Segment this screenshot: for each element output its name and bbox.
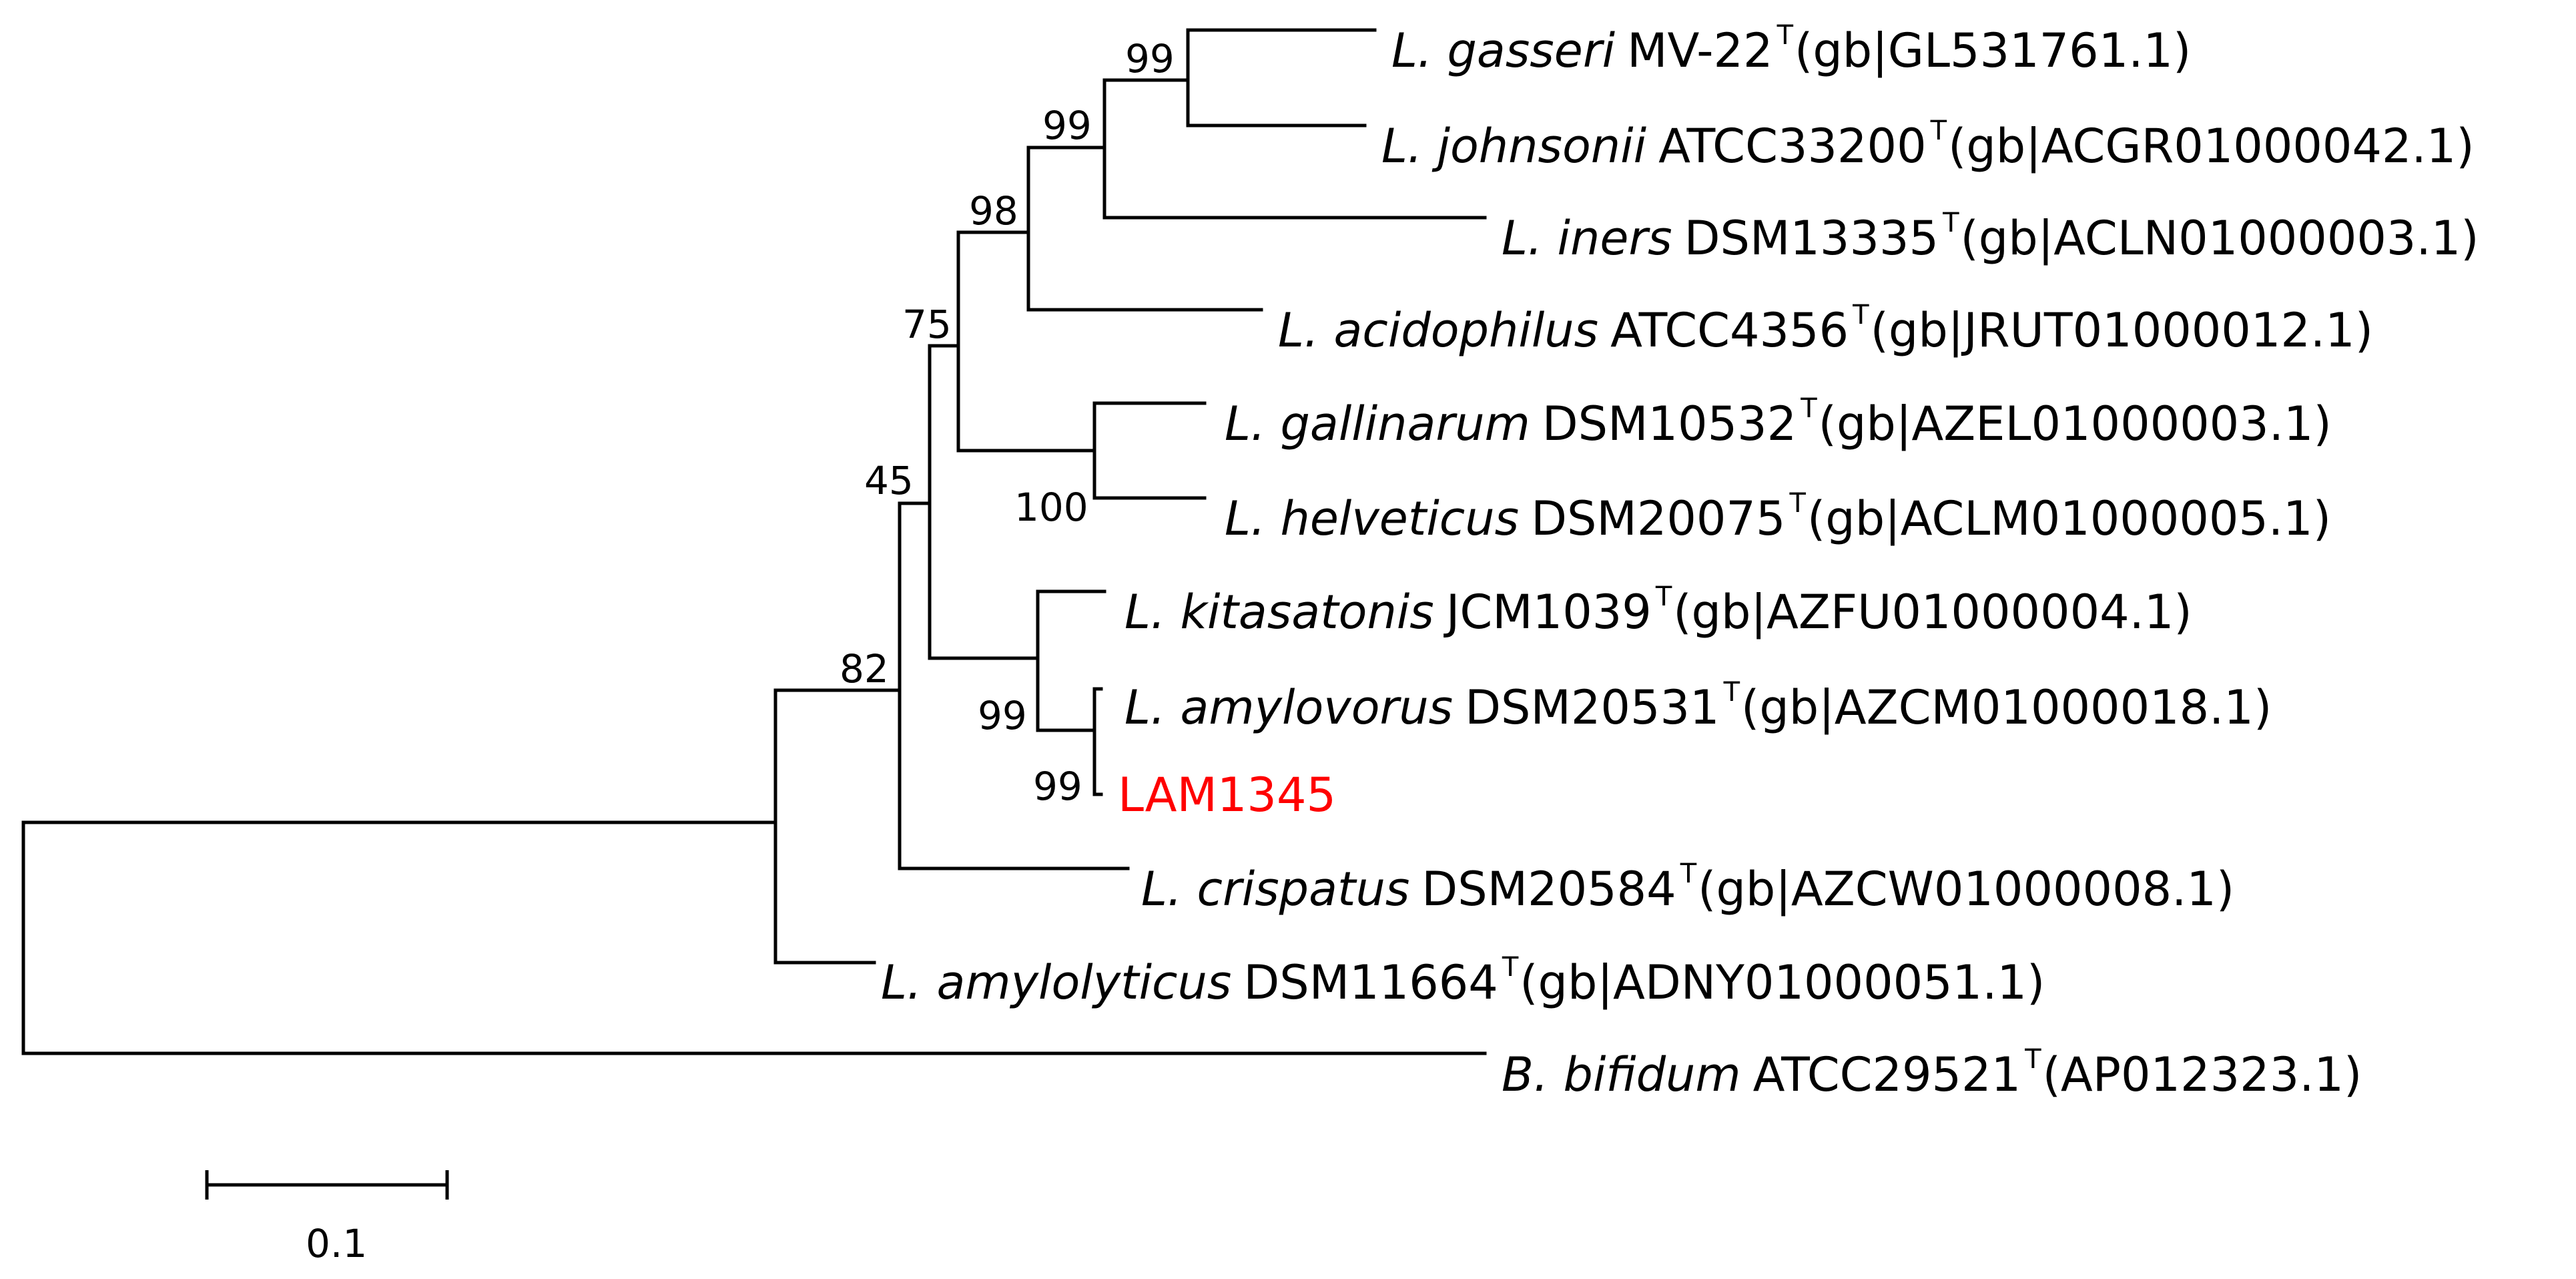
support-values: 99 99 98 75 100 45 99 99 82 bbox=[840, 36, 1175, 809]
strain-name: MV-22 bbox=[1627, 23, 1773, 78]
support-value: 99 bbox=[1125, 36, 1175, 81]
support-value: 75 bbox=[902, 302, 952, 347]
accession-number: (gb|ACGR01000042.1) bbox=[1948, 119, 2475, 174]
type-strain-mark: T bbox=[1789, 488, 1807, 519]
support-value: 99 bbox=[1042, 103, 1092, 148]
accession-number: (gb|GL531761.1) bbox=[1795, 23, 2191, 78]
support-value: 99 bbox=[978, 693, 1027, 738]
type-strain-mark: T bbox=[1942, 208, 1959, 238]
type-strain-mark: T bbox=[1852, 300, 1869, 330]
type-strain-mark: T bbox=[2024, 1044, 2041, 1075]
scale-bar: 0.1 bbox=[205, 1170, 449, 1266]
support-value: 100 bbox=[1014, 485, 1088, 530]
species-name: B. bifidum bbox=[1502, 1047, 1741, 1102]
species-name: L. gasseri bbox=[1391, 23, 1616, 78]
tree-branches bbox=[21, 28, 1487, 1055]
strain-name: DSM11664 bbox=[1243, 955, 1498, 1010]
type-strain-mark: T bbox=[1800, 393, 1817, 424]
species-name: L. helveticus bbox=[1225, 491, 1519, 546]
strain-name: DSM20075 bbox=[1531, 491, 1785, 546]
species-name: L. crispatus bbox=[1141, 862, 1409, 917]
species-name: L. amylovorus bbox=[1124, 680, 1453, 735]
type-strain-mark: T bbox=[1655, 581, 1672, 612]
species-name: L. kitasatonis bbox=[1124, 585, 1434, 640]
accession-number: (gb|AZFU01000004.1) bbox=[1673, 585, 2192, 640]
strain-name: DSM20584 bbox=[1421, 862, 1676, 917]
type-strain-mark: T bbox=[1723, 677, 1740, 708]
scale-bar-label: 0.1 bbox=[306, 1221, 367, 1266]
accession-number: (gb|JRUT01000012.1) bbox=[1871, 303, 2373, 358]
accession-number: (gb|AZCW01000008.1) bbox=[1698, 862, 2234, 917]
type-strain-mark: T bbox=[1502, 952, 1519, 983]
accession-number: (gb|AZCM01000018.1) bbox=[1741, 680, 2272, 735]
support-value: 99 bbox=[1033, 764, 1082, 809]
accession-number: (gb|ADNY01000051.1) bbox=[1520, 955, 2045, 1010]
accession-number: (AP012323.1) bbox=[2043, 1047, 2362, 1102]
species-name: L. johnsonii bbox=[1381, 119, 1647, 174]
strain-name: ATCC4356 bbox=[1610, 303, 1849, 358]
type-strain-mark: T bbox=[1930, 115, 1947, 146]
accession-number: (gb|ACLN01000003.1) bbox=[1961, 211, 2479, 266]
species-name: L. gallinarum bbox=[1225, 397, 1530, 451]
species-name: L. acidophilus bbox=[1278, 303, 1598, 358]
type-strain-mark: T bbox=[1777, 20, 1794, 51]
taxon-label-LAM1345: LAM1345 bbox=[1118, 768, 1336, 822]
species-name: L. amylolyticus bbox=[881, 955, 1231, 1010]
strain-name: JCM1039 bbox=[1443, 585, 1652, 640]
support-value: 45 bbox=[864, 458, 914, 503]
strain-name: DSM10532 bbox=[1542, 397, 1797, 451]
strain-name: ATCC33200 bbox=[1658, 119, 1927, 174]
strain-name: ATCC29521 bbox=[1753, 1047, 2021, 1102]
species-name: L. iners bbox=[1502, 211, 1672, 266]
type-strain-mark: T bbox=[1680, 858, 1697, 889]
accession-number: (gb|AZEL01000003.1) bbox=[1819, 397, 2332, 451]
support-value: 98 bbox=[969, 188, 1018, 234]
strain-name: DSM13335 bbox=[1684, 211, 1939, 266]
accession-number: (gb|ACLM01000005.1) bbox=[1807, 491, 2331, 546]
strain-name: DSM20531 bbox=[1465, 680, 1719, 735]
support-value: 82 bbox=[840, 646, 889, 692]
